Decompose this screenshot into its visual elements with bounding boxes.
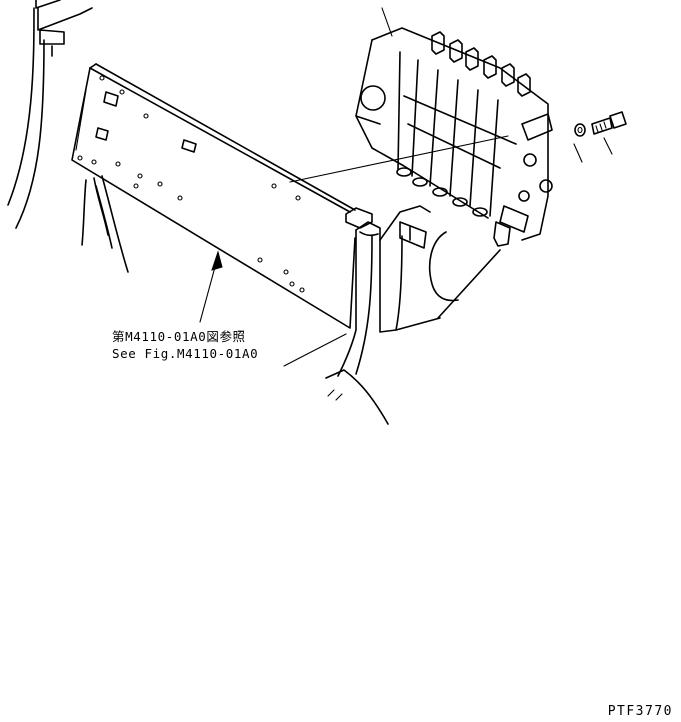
control-valve — [289, 7, 553, 247]
reference-note-english: See Fig.M4110-01A0 — [112, 346, 259, 361]
bolt — [591, 111, 627, 155]
support-column — [337, 207, 381, 377]
valve-housing — [379, 205, 501, 333]
washer — [573, 123, 586, 163]
hoses — [81, 175, 129, 273]
mounting-plate — [71, 63, 356, 329]
reference-note-japanese: 第M4110-01A0図参照 — [112, 329, 246, 344]
drawing-code: PTF3770 — [607, 704, 673, 719]
reference-leader — [199, 250, 347, 367]
floor-base — [325, 369, 389, 425]
frame-corner — [7, 0, 93, 229]
